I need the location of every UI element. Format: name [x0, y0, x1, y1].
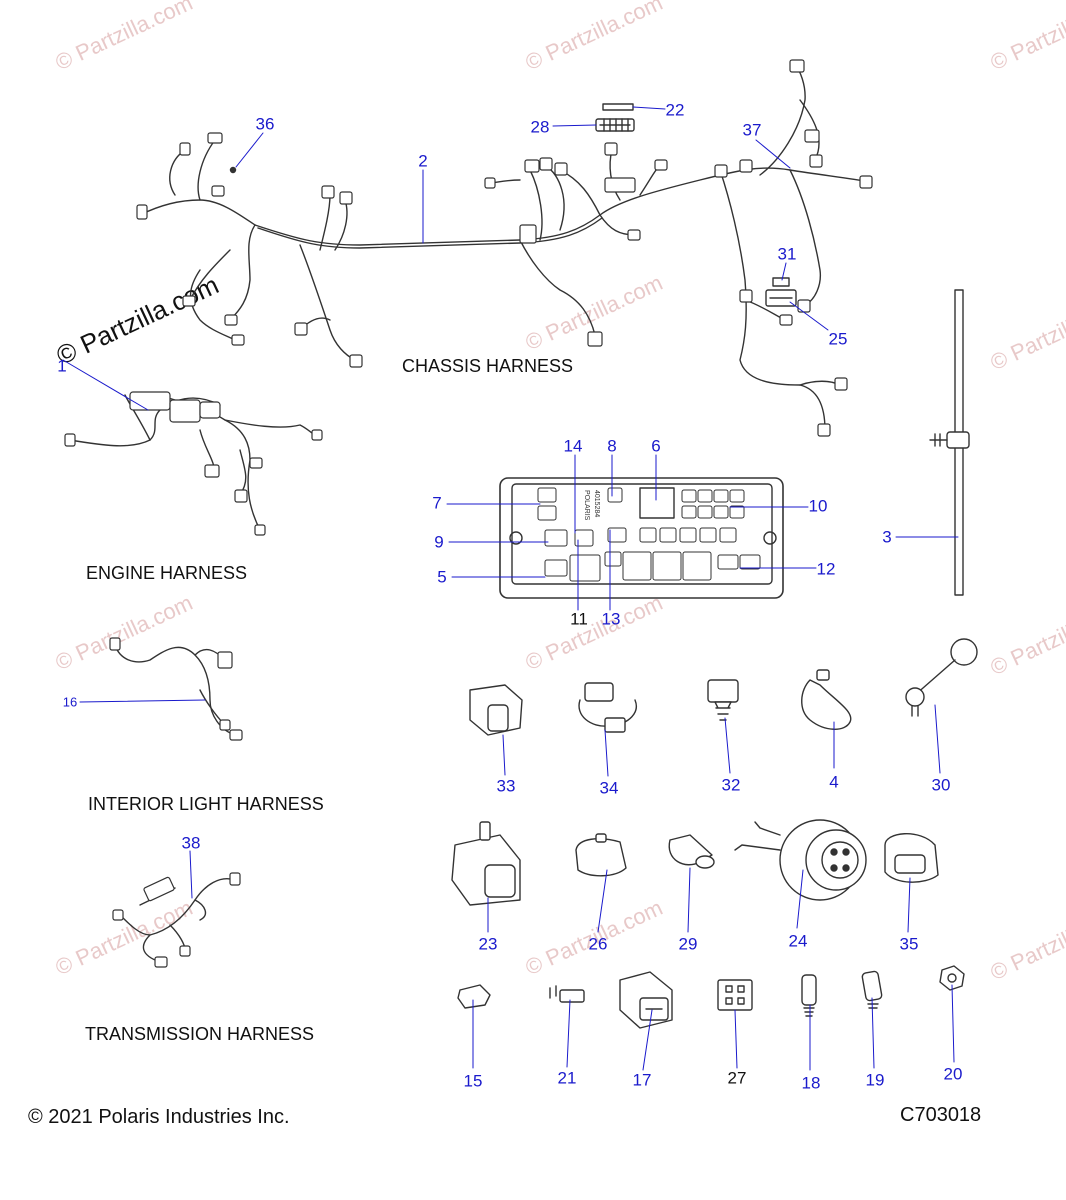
callout-23[interactable]: 23: [478, 934, 498, 954]
callout-28[interactable]: 28: [530, 117, 550, 137]
callout-27[interactable]: 27: [727, 1068, 747, 1088]
callout-15[interactable]: 15: [463, 1071, 483, 1091]
callout-16[interactable]: 16: [62, 694, 78, 710]
callout-37[interactable]: 37: [742, 120, 762, 140]
copyright-notice: © 2021 Polaris Industries Inc.: [28, 1106, 290, 1128]
leader-lines: [62, 106, 959, 1071]
callout-20[interactable]: 20: [943, 1064, 963, 1084]
fuse-box-part-number: 4015284: [593, 490, 600, 517]
callout-31[interactable]: 31: [777, 244, 797, 264]
callout-4[interactable]: 4: [829, 772, 839, 792]
callout-35[interactable]: 35: [899, 934, 919, 954]
engine-harness-title: ENGINE HARNESS: [86, 563, 248, 583]
transmission-harness: [112, 872, 241, 968]
callout-24[interactable]: 24: [788, 931, 808, 951]
interior-light-harness: [109, 637, 243, 741]
callout-7[interactable]: 7: [432, 493, 442, 513]
callout-13[interactable]: 13: [601, 609, 621, 629]
callout-22[interactable]: 22: [665, 100, 685, 120]
transmission-harness-title: TRANSMISSION HARNESS: [85, 1024, 315, 1044]
callout-19[interactable]: 19: [865, 1070, 885, 1090]
callout-29[interactable]: 29: [678, 934, 698, 954]
callout-32[interactable]: 32: [721, 775, 741, 795]
callout-10[interactable]: 10: [808, 496, 828, 516]
chassis-harness-title: CHASSIS HARNESS: [402, 356, 574, 376]
callout-21[interactable]: 21: [557, 1068, 577, 1088]
callout-18[interactable]: 18: [801, 1073, 821, 1093]
callout-30[interactable]: 30: [931, 775, 951, 795]
interior-light-harness-title: INTERIOR LIGHT HARNESS: [88, 794, 324, 814]
callout-9[interactable]: 9: [434, 532, 444, 552]
callout-3[interactable]: 3: [882, 527, 892, 547]
diagram-code: C703018: [900, 1104, 982, 1126]
callout-11[interactable]: 11: [570, 609, 588, 629]
callout-34[interactable]: 34: [599, 778, 619, 798]
callout-17[interactable]: 17: [632, 1070, 652, 1090]
callout-25[interactable]: 25: [828, 329, 848, 349]
fuse-box: POLARIS 4015284: [499, 477, 784, 599]
callout-12[interactable]: 12: [816, 559, 836, 579]
callout-1[interactable]: 1: [57, 356, 67, 376]
callout-2[interactable]: 2: [418, 151, 428, 171]
callout-26[interactable]: 26: [588, 934, 608, 954]
callout-14[interactable]: 14: [563, 436, 583, 456]
small-parts: [451, 638, 978, 1029]
engine-harness: [64, 391, 323, 536]
part-3-strap: [929, 289, 970, 596]
fuse-box-brand: POLARIS: [583, 490, 590, 521]
callout-38[interactable]: 38: [181, 833, 201, 853]
callout-5[interactable]: 5: [437, 567, 447, 587]
callout-33[interactable]: 33: [496, 776, 516, 796]
callout-6[interactable]: 6: [651, 436, 661, 456]
chassis-harness: [136, 59, 873, 437]
callout-36[interactable]: 36: [255, 114, 275, 134]
callout-8[interactable]: 8: [607, 436, 617, 456]
